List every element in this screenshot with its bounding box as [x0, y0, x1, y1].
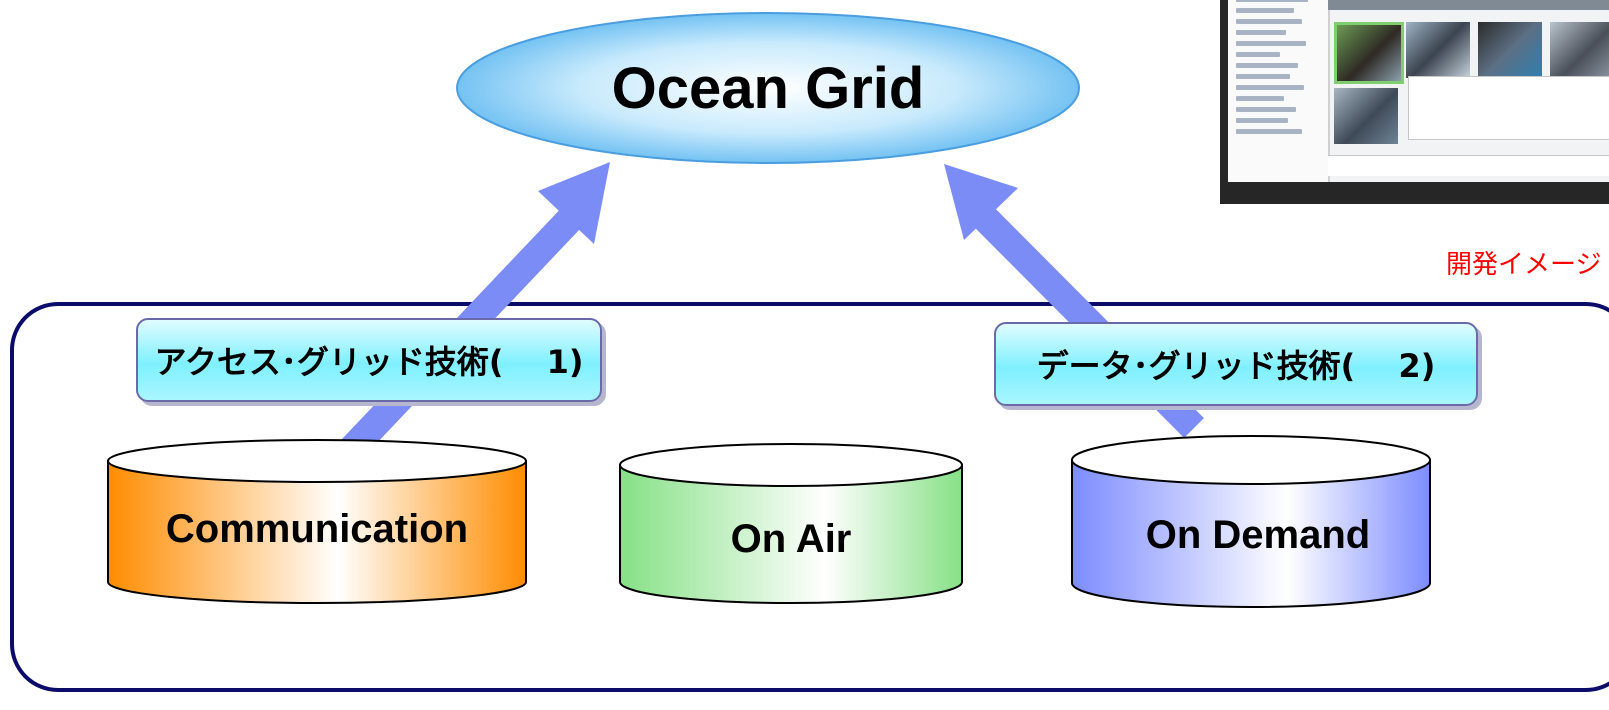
access-grid-technology-label: アクセス･グリッド技術( 1) [136, 318, 602, 402]
screenshot-toolbar [1328, 0, 1609, 10]
on-air-label: On Air [730, 516, 852, 561]
development-image-caption: 開発イメージ [1446, 250, 1602, 280]
ocean-grid-ellipse [456, 12, 1080, 164]
development-screenshot-image [1220, 0, 1609, 204]
cylinder-on-demand [1071, 435, 1431, 608]
screenshot-sidebar [1228, 0, 1330, 182]
video-thumbnail [1478, 22, 1542, 78]
data-grid-technology-label: データ･グリッド技術( 2) [994, 322, 1478, 406]
video-thumbnail [1334, 88, 1398, 144]
video-thumbnail [1406, 22, 1470, 78]
communication-label: Communication [165, 506, 469, 551]
screenshot-footer [1328, 155, 1609, 176]
on-demand-label: On Demand [1145, 512, 1371, 557]
cylinder-communication [107, 439, 527, 604]
ocean-grid-label: Ocean Grid [611, 55, 925, 121]
video-thumbnail [1550, 22, 1609, 78]
screenshot-chat-panel [1408, 76, 1609, 140]
cylinder-on-air [619, 443, 963, 604]
video-thumbnail [1334, 22, 1404, 84]
